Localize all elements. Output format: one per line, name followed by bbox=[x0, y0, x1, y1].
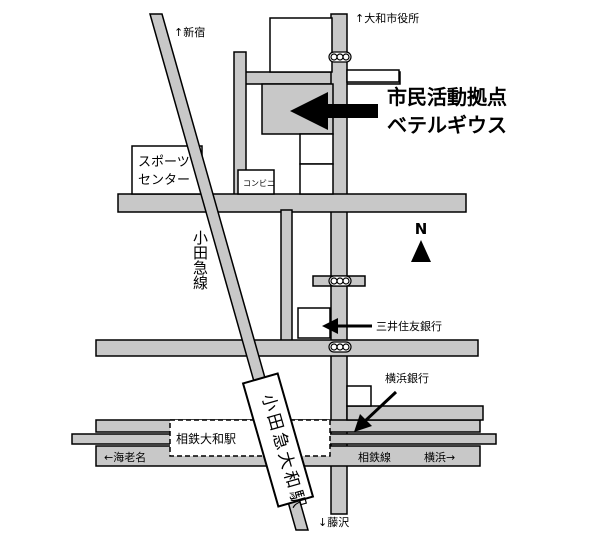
yokohama-bank-building bbox=[346, 385, 372, 407]
building-north-1 bbox=[269, 17, 333, 73]
direction-yokohama: 横浜→ bbox=[424, 450, 455, 464]
sotetsu-yamato-station bbox=[169, 419, 331, 457]
signal-icon bbox=[328, 341, 352, 353]
building-north-2 bbox=[346, 69, 400, 83]
arrow-to-mitsui-bank-icon bbox=[322, 318, 372, 334]
odakyu-yamato-station bbox=[241, 372, 315, 508]
odakyu-line-label: 小田急線 bbox=[191, 230, 209, 290]
signal-icon bbox=[328, 51, 352, 63]
sotetsu-station-label: 相鉄大和駅 bbox=[176, 431, 236, 446]
mitsui-bank-building bbox=[297, 307, 331, 339]
mitsui-bank-label: 三井住友銀行 bbox=[376, 319, 442, 333]
north-arrow-icon: N bbox=[411, 220, 431, 262]
north-label: N bbox=[415, 220, 428, 238]
facility-name-line2: ベテルギウス bbox=[387, 113, 507, 137]
direction-fujisawa: ↓藤沢 bbox=[318, 515, 349, 529]
convenience-label: コンビニ bbox=[243, 179, 275, 188]
signal-icon bbox=[328, 275, 352, 287]
facility-name-line1: 市民活動拠点 bbox=[387, 85, 507, 109]
direction-yamato-city-hall: ↑大和市役所 bbox=[355, 11, 419, 25]
convenience-store bbox=[237, 169, 275, 195]
building-mid-1 bbox=[299, 133, 334, 165]
road-main-vertical bbox=[330, 13, 348, 515]
direction-ebina: ←海老名 bbox=[104, 450, 146, 464]
sports-center-line2: センター bbox=[138, 173, 190, 188]
road-east-short bbox=[346, 405, 484, 421]
road-lower-horizontal bbox=[95, 339, 479, 357]
direction-shinjuku: ↑新宿 bbox=[174, 25, 205, 39]
arrow-to-facility-icon bbox=[290, 92, 378, 130]
traffic-signals bbox=[328, 51, 352, 353]
arrow-to-yokohama-bank-icon bbox=[354, 390, 398, 432]
sports-center-line1: スポーツ bbox=[138, 155, 190, 170]
yokohama-bank-label: 横浜銀行 bbox=[385, 371, 429, 385]
sotetsu-line-label: 相鉄線 bbox=[358, 450, 391, 464]
road-middle-vertical bbox=[280, 209, 293, 345]
building-mid-2 bbox=[299, 163, 334, 195]
